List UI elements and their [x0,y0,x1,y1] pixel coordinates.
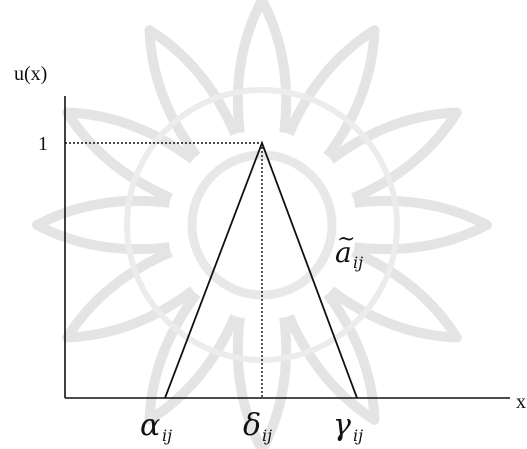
y-axis-label: u(x) [14,63,47,85]
delta-subscript: ij [262,426,272,445]
fuzzy-number-accent: ~ [337,227,355,252]
watermark-petal [353,195,492,255]
membership-triangle [164,140,358,399]
delta-symbol: δ [243,408,261,443]
y-tick-label-one: 1 [38,133,48,155]
alpha-symbol: α [140,408,160,443]
watermark-petal [232,0,292,134]
fuzzy-number-symbol: a [335,236,352,269]
fuzzy-number-label: ~ a ij [335,227,363,272]
fuzzy-number-subscript: ij [353,253,363,272]
gamma-subscript: ij [353,426,363,445]
delta-label: δ ij [243,408,272,445]
x-axis-label: x [516,391,526,413]
watermark-petal [32,195,171,255]
gamma-label: γ ij [333,408,363,445]
gamma-symbol: γ [333,408,351,443]
alpha-subscript: ij [162,426,172,445]
alpha-label: α ij [140,408,172,445]
